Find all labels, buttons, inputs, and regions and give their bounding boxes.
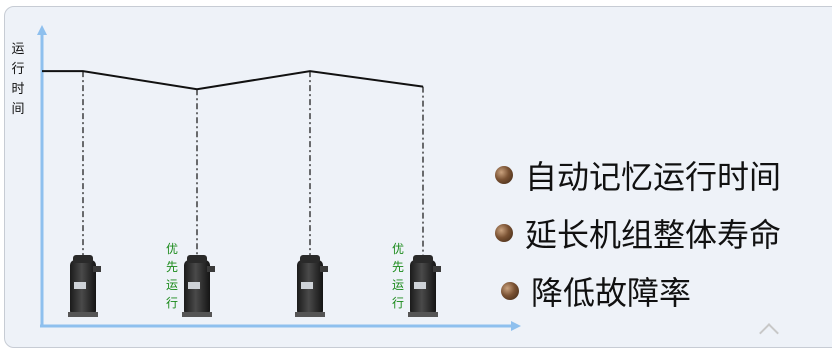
bullet-dot-icon — [501, 282, 519, 300]
bullet-text: 降低故障率 — [531, 274, 692, 312]
runtime-line — [42, 70, 424, 91]
bullet-text: 延长机组整体寿命 — [525, 216, 782, 254]
bullet-item: 延长机组整体寿命 — [495, 210, 781, 256]
bullet-item: 自动记忆运行时间 — [495, 152, 781, 198]
compressor-icon — [295, 255, 328, 317]
compressor-icon — [182, 255, 215, 317]
priority-label-unit-2: 优 先 运 行 — [165, 242, 178, 310]
compressor-icon — [68, 255, 101, 317]
bullet-text: 自动记忆运行时间 — [525, 158, 782, 196]
bullet-dot-icon — [495, 166, 513, 184]
bullet-dot-icon — [495, 224, 513, 242]
runtime-diagram — [37, 25, 521, 331]
bullet-item: 降低故障率 — [501, 268, 691, 314]
y-axis-label: 运 行 时 间 — [11, 42, 25, 117]
compressor-icon — [408, 255, 441, 317]
priority-label-unit-4: 优 先 运 行 — [391, 242, 404, 310]
